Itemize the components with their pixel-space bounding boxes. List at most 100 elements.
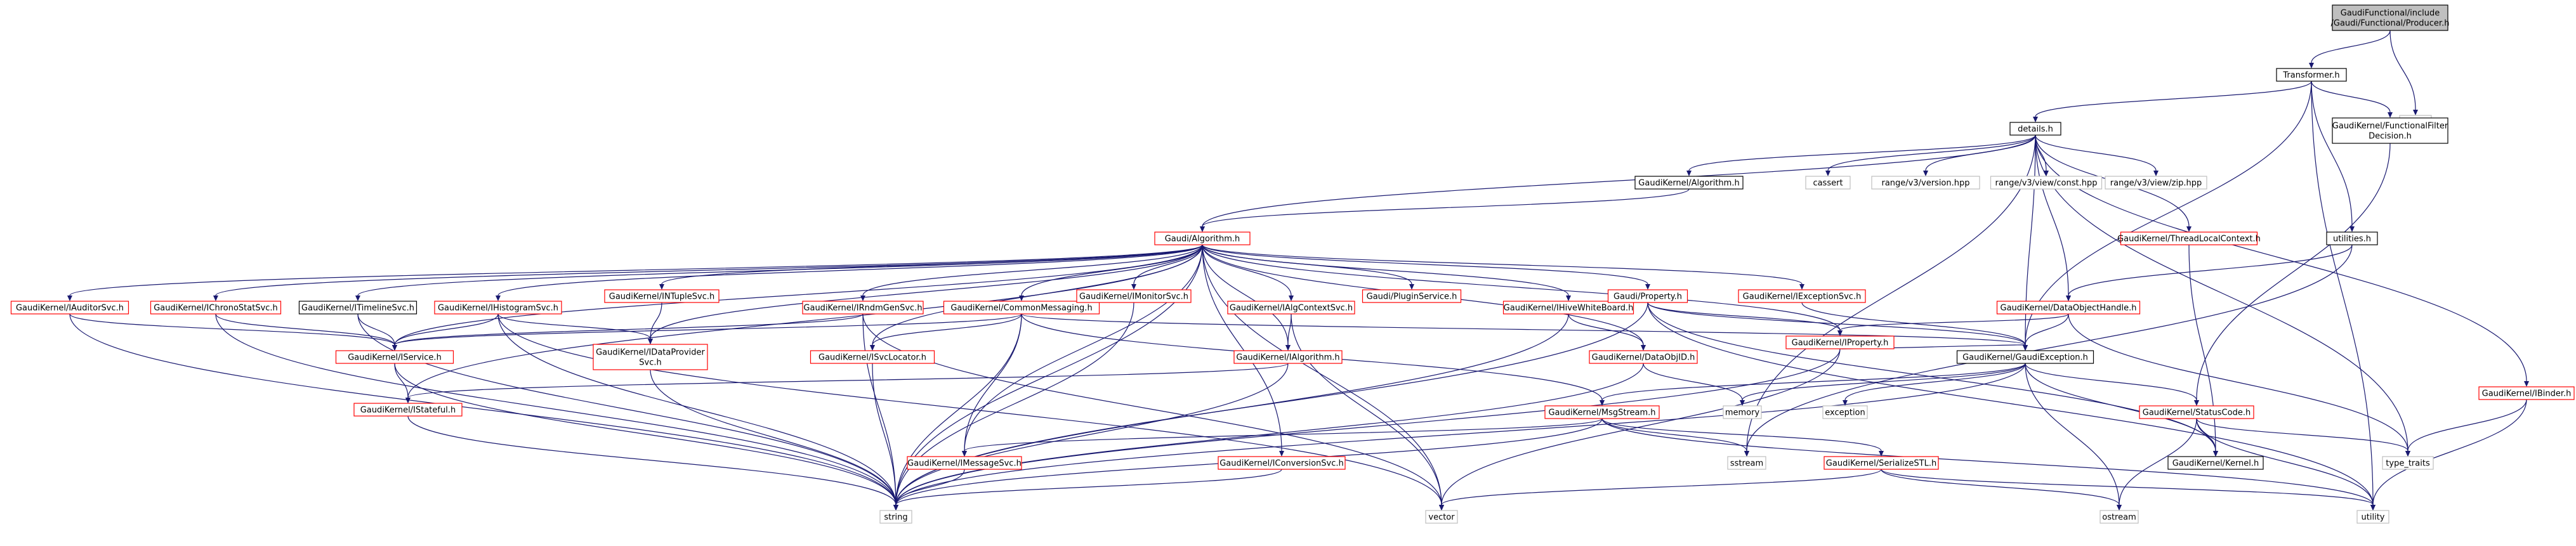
edge-iproperty-to-string <box>893 348 1841 510</box>
node-ichrono[interactable]: GaudiKernel/IChronoStatSvc.h <box>150 301 282 315</box>
node-label: Transformer.h <box>2282 71 2339 81</box>
node-vector[interactable]: vector <box>1425 510 1458 524</box>
node-box <box>2382 456 2434 470</box>
node-ibinder[interactable]: GaudiKernel/IBinder.h <box>2478 386 2575 400</box>
node-label: /Gaudi/Functional/Producer.h <box>2331 19 2450 29</box>
node-istateful[interactable]: GaudiKernel/IStateful.h <box>353 403 463 417</box>
node-ihistogram[interactable]: GaudiKernel/IHistogramSvc.h <box>434 301 562 315</box>
edge-gaudiproperty-to-iproperty <box>1647 302 1843 336</box>
edge-gaudiexception-to-statuscode <box>2025 363 2199 406</box>
edge-iconversion-to-string <box>893 469 1282 510</box>
edge-ihistogram-to-iservice <box>392 313 499 351</box>
node-imessage[interactable]: GaudiKernel/IMessageSvc.h <box>907 456 1022 470</box>
node-imonitor[interactable]: GaudiKernel/IMonitorSvc.h <box>1076 289 1192 303</box>
edge-gaudi-algorithm-to-ialgctx <box>1202 244 1294 301</box>
node-iexception[interactable]: GaudiKernel/IExceptionSvc.h <box>1738 289 1866 303</box>
node-cassert[interactable]: cassert <box>1805 176 1851 190</box>
edge-gaudi-algorithm-to-ihivewb <box>1202 244 1571 301</box>
node-rv3version[interactable]: range/v3/version.hpp <box>1871 176 1980 190</box>
edge-commonmsg-to-string <box>893 313 1022 510</box>
node-box <box>1425 510 1458 524</box>
edge-gaudi-algorithm-to-iexception <box>1202 244 1804 290</box>
node-ostream[interactable]: ostream <box>2100 510 2139 524</box>
node-box <box>604 289 720 303</box>
node-box <box>593 344 708 370</box>
node-box <box>2332 117 2448 144</box>
edge-gaudiexception-to-ostream <box>2025 363 2122 510</box>
node-kernel[interactable]: GaudiKernel/Kernel.h <box>2167 456 2264 470</box>
node-isvclocator[interactable]: GaudiKernel/ISvcLocator.h <box>810 350 935 364</box>
node-iconversion[interactable]: GaudiKernel/IConversionSvc.h <box>1218 456 1346 470</box>
edge-threadlocal-to-kernel <box>2188 244 2218 457</box>
node-iproperty[interactable]: GaudiKernel/IProperty.h <box>1785 335 1895 349</box>
node-label: GaudiKernel/Algorithm.h <box>1638 179 1739 188</box>
node-type-traits[interactable]: type_traits <box>2382 456 2434 470</box>
node-pluginsvc[interactable]: Gaudi/PluginService.h <box>1362 289 1462 303</box>
node-dataobjhandle[interactable]: GaudiKernel/DataObjectHandle.h <box>1996 301 2141 315</box>
node-box <box>2139 405 2254 419</box>
node-itimeline[interactable]: GaudiKernel/ITimelineSvc.h <box>298 301 417 315</box>
node-utility[interactable]: utility <box>2356 510 2389 524</box>
node-label: range/v3/view/zip.hpp <box>2110 179 2202 188</box>
node-label: GaudiKernel/ISvcLocator.h <box>818 353 926 363</box>
edge-ichrono-to-string <box>215 313 898 510</box>
edge-serializestl-to-ostream <box>1881 469 2122 510</box>
node-label: GaudiKernel/IMonitorSvc.h <box>1079 292 1188 302</box>
node-label: GaudiKernel/DataObjectHandle.h <box>2001 304 2137 313</box>
edge-transformer-to-utility <box>2311 81 2376 510</box>
node-gaudiproperty[interactable]: Gaudi/Property.h <box>1607 289 1688 303</box>
node-irndm[interactable]: GaudiKernel/IRndmGenSvc.h <box>802 301 924 315</box>
node-transformer[interactable]: Transformer.h <box>2276 68 2347 82</box>
node-iservice[interactable]: GaudiKernel/IService.h <box>335 350 454 364</box>
node-string[interactable]: string <box>879 510 912 524</box>
edge-gaudi-algorithm-to-pluginsvc <box>1202 244 1414 290</box>
node-commonmsg[interactable]: GaudiKernel/CommonMessaging.h <box>943 301 1100 315</box>
edge-root-to-transformer <box>2309 30 2391 68</box>
node-label: cassert <box>1813 179 1843 188</box>
node-details[interactable]: details.h <box>2009 122 2061 136</box>
node-statuscode[interactable]: GaudiKernel/StatusCode.h <box>2139 405 2254 419</box>
node-ialgctx[interactable]: GaudiKernel/IAlgContextSvc.h <box>1227 301 1355 315</box>
node-ihivewb[interactable]: GaudiKernel/IHiveWhiteBoard.h <box>1502 301 1634 315</box>
node-box <box>1805 176 1851 190</box>
node-exception[interactable]: exception <box>1822 405 1868 419</box>
node-rv3zip[interactable]: range/v3/view/zip.hpp <box>2105 176 2207 190</box>
node-sstream[interactable]: sstream <box>1727 456 1766 470</box>
edge-ihistogram-to-string <box>497 313 898 510</box>
node-box <box>943 301 1100 315</box>
node-box <box>1154 231 1251 245</box>
node-label: utility <box>2362 513 2385 523</box>
node-box <box>1233 350 1343 364</box>
node-iauditor[interactable]: GaudiKernel/IAuditorSvc.h <box>10 301 129 315</box>
node-box <box>879 510 912 524</box>
node-gaudi-algorithm[interactable]: Gaudi/Algorithm.h <box>1154 231 1251 245</box>
node-ialgorithm[interactable]: GaudiKernel/IAlgorithm.h <box>1233 350 1343 364</box>
node-rv3const[interactable]: range/v3/view/const.hpp <box>1990 176 2103 190</box>
node-intuple[interactable]: GaudiKernel/INTupleSvc.h <box>604 289 720 303</box>
node-label: GaudiKernel/IService.h <box>348 353 442 363</box>
node-label: sstream <box>1730 459 1763 469</box>
node-gaudiexception[interactable]: GaudiKernel/GaudiException.h <box>1956 350 2094 364</box>
node-serializestl[interactable]: GaudiKernel/SerializeSTL.h <box>1824 456 1939 470</box>
node-box <box>1871 176 1980 190</box>
edge-dataobjhandle-to-type-traits <box>2068 313 2410 457</box>
edge-ihivewb-to-dataobjid <box>1568 313 1646 351</box>
node-utilities[interactable]: utilities.h <box>2326 231 2378 245</box>
node-label: GaudiKernel/DataObjID.h <box>1592 353 1695 363</box>
edge-transformer-to-details <box>2033 81 2312 122</box>
edge-gaudi-algorithm-to-vector <box>1202 244 1444 510</box>
node-root[interactable]: GaudiFunctional/include/Gaudi/Functional… <box>2331 4 2450 31</box>
node-box <box>802 301 924 315</box>
node-threadlocal[interactable]: GaudiKernel/ThreadLocalContext.h <box>2117 231 2261 245</box>
node-dataobjid[interactable]: GaudiKernel/DataObjID.h <box>1589 350 1698 364</box>
node-label: Gaudi/Property.h <box>1613 292 1682 302</box>
node-label: GaudiKernel/ITimelineSvc.h <box>301 304 414 313</box>
node-label: type_traits <box>2386 459 2430 469</box>
node-msgstream[interactable]: GaudiKernel/MsgStream.h <box>1544 405 1660 419</box>
node-memory[interactable]: memory <box>1723 405 1762 419</box>
node-box <box>1218 456 1346 470</box>
node-gk-algorithm[interactable]: GaudiKernel/Algorithm.h <box>1634 176 1744 190</box>
node-box <box>1824 456 1939 470</box>
